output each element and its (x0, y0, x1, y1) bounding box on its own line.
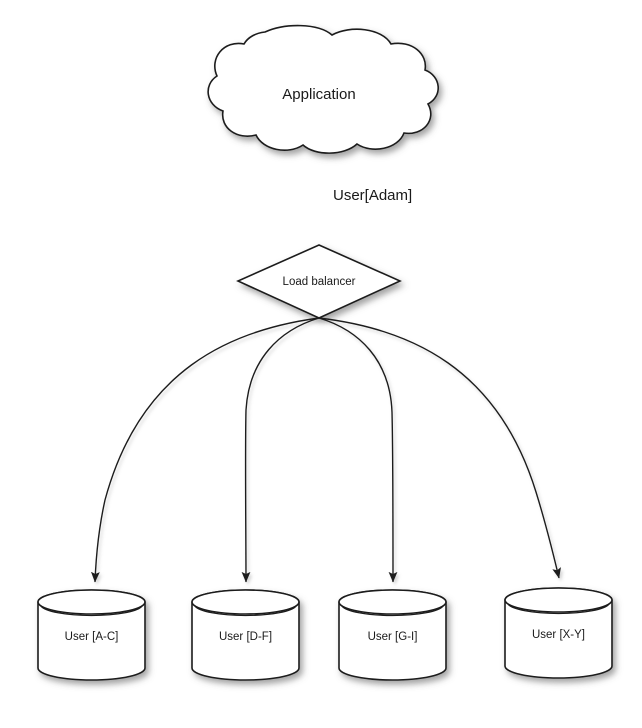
edge-balancer-to-db-3 (318, 317, 398, 583)
database-label-3: User [G-I] (368, 631, 418, 643)
node-application-cloud[interactable]: Application (207, 24, 439, 154)
cylinder-top-inner-arc-2 (194, 605, 297, 617)
cylinder-top-2 (191, 589, 300, 615)
edge-app-to-balancer-label: User[Adam] (333, 187, 412, 204)
database-label-2: User [D-F] (219, 631, 272, 643)
edge-app-to-balancer: User[Adam] (314, 152, 412, 242)
node-database-2[interactable]: User [D-F] (191, 589, 300, 681)
edge-balancer-to-db-4 (318, 317, 561, 579)
cylinder-top-4 (504, 587, 613, 613)
edge-balancer-to-db-2 (241, 317, 320, 583)
database-label-4: User [X-Y] (532, 629, 585, 641)
cylinder-top-inner-arc-4 (507, 603, 610, 615)
node-database-4[interactable]: User [X-Y] (504, 587, 613, 679)
cylinder-top-1 (37, 589, 146, 615)
cloud-shape (207, 24, 439, 154)
node-database-1[interactable]: User [A-C] (37, 589, 146, 681)
cylinder-top-inner-arc-1 (40, 605, 143, 617)
node-database-3[interactable]: User [G-I] (338, 589, 447, 681)
cloud-label: Application (282, 86, 355, 103)
load-balancer-label: Load balancer (283, 276, 356, 288)
node-load-balancer[interactable]: Load balancer (236, 244, 402, 319)
edges-balancer-to-databases (90, 317, 561, 583)
edge-balancer-to-db-1 (90, 317, 320, 583)
database-label-1: User [A-C] (65, 631, 119, 643)
cylinder-top-3 (338, 589, 447, 615)
cylinder-top-inner-arc-3 (341, 605, 444, 617)
